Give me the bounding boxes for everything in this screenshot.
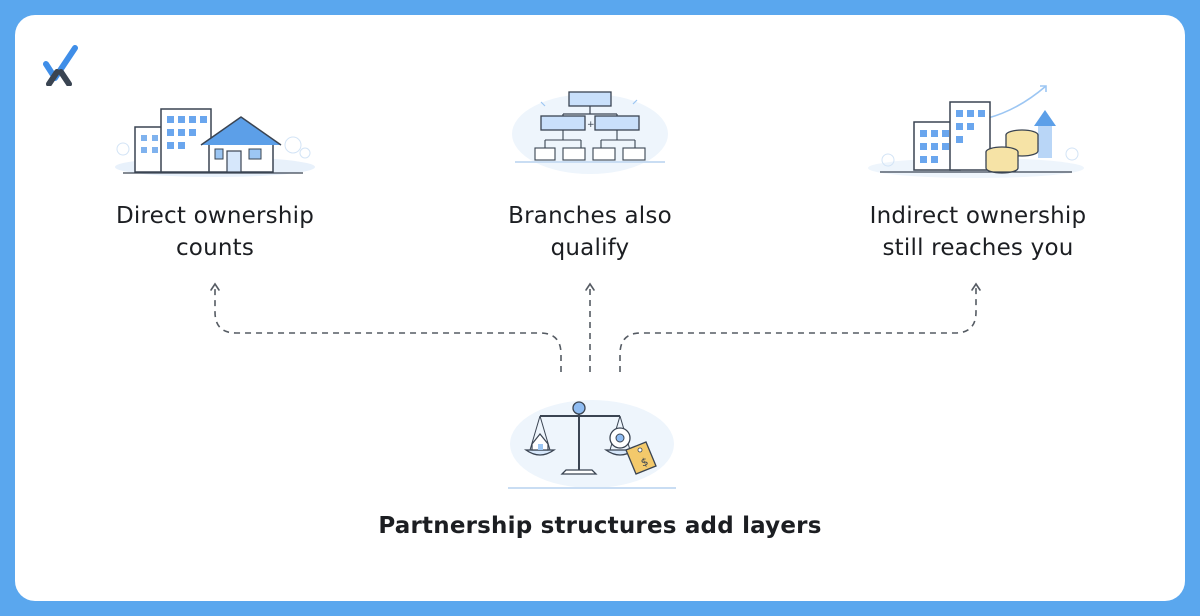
svg-text:$: $ — [639, 455, 650, 470]
node-branches-label: Branches also qualify — [470, 200, 710, 264]
node-direct-line2: counts — [175, 235, 255, 261]
root-node-label: Partnership structures add layers — [378, 513, 822, 539]
building-coins-growth-icon — [868, 85, 1084, 178]
node-direct-label: Direct ownership counts — [95, 200, 335, 264]
node-branches-line2: qualify — [550, 235, 630, 261]
connector-to-direct — [214, 288, 562, 372]
buildings-house-icon — [115, 108, 315, 177]
org-chart-icon: + — [512, 91, 668, 174]
node-indirect-line1: Indirect ownership — [869, 203, 1087, 229]
node-indirect-line2: still reaches you — [882, 235, 1074, 261]
connector-to-indirect — [619, 288, 977, 372]
svg-text:+: + — [587, 120, 595, 130]
node-direct-line1: Direct ownership — [116, 203, 314, 229]
node-indirect-label: Indirect ownership still reaches you — [836, 200, 1120, 264]
balance-scale-icon: $ — [508, 400, 676, 489]
node-branches-line1: Branches also — [508, 203, 672, 229]
x-check-logo-icon — [43, 45, 78, 86]
